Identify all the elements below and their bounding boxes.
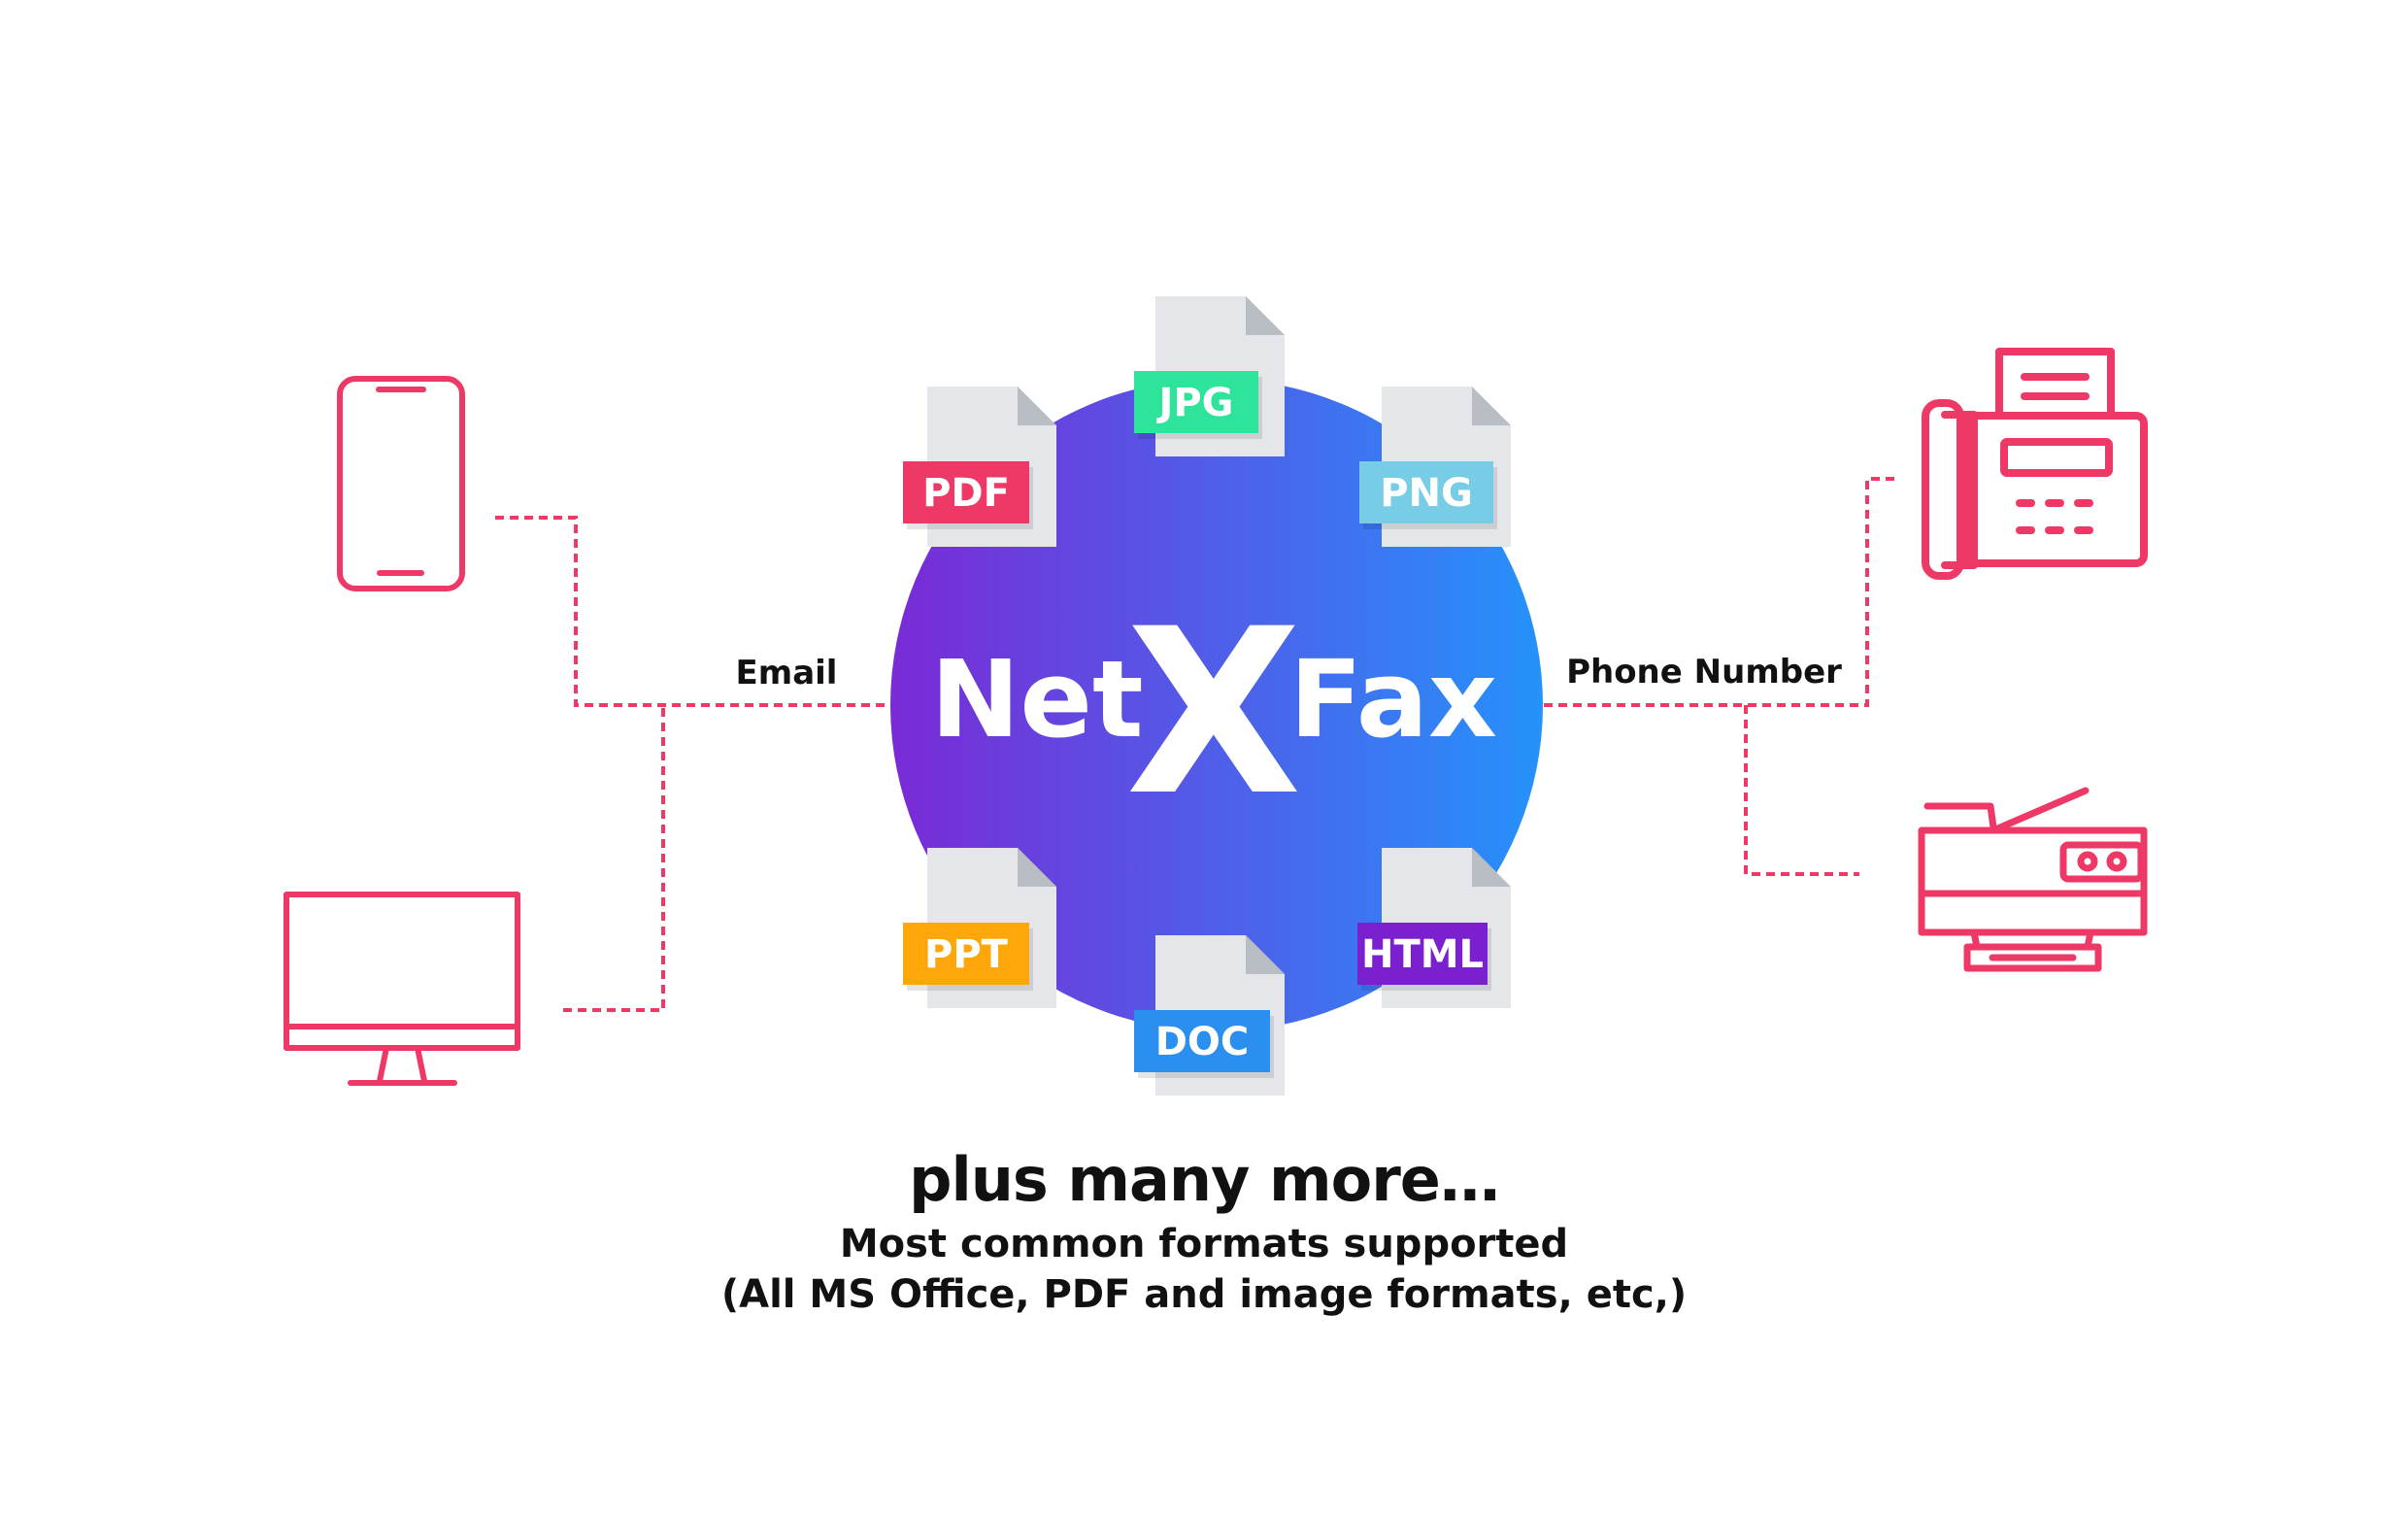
format-label-text: JPG bbox=[1155, 381, 1233, 425]
file-page-fold bbox=[1018, 848, 1056, 887]
file-page-fold bbox=[1472, 848, 1511, 887]
format-label-box bbox=[903, 461, 1029, 523]
file-icon-pdf: PDF bbox=[903, 387, 1056, 547]
connector-desktop-device bbox=[563, 705, 665, 1012]
connector-printer bbox=[1744, 705, 1859, 876]
logo-letter-x: X bbox=[1125, 581, 1301, 846]
file-page-fold bbox=[1472, 387, 1511, 425]
smartphone-icon bbox=[337, 376, 465, 591]
format-label-text: PNG bbox=[1380, 471, 1473, 516]
file-icon-ppt: PPT bbox=[903, 848, 1056, 1008]
logo-word-net: Net bbox=[930, 637, 1143, 761]
formats-supported-text: Most common formats supported bbox=[839, 1222, 1569, 1266]
file-icon-doc: DOC bbox=[1134, 935, 1285, 1096]
file-icon-jpg: JPG bbox=[1134, 296, 1285, 456]
format-label-box bbox=[1359, 461, 1493, 523]
tagline: plus many more… bbox=[909, 1144, 1500, 1215]
phone-number-label: Phone Number bbox=[1566, 653, 1842, 692]
logo-word-fax: Fax bbox=[1289, 637, 1497, 761]
format-label-box bbox=[1134, 1010, 1270, 1072]
format-label-box bbox=[1357, 923, 1488, 985]
connector-lines bbox=[495, 477, 1898, 1012]
connector-fax-machine bbox=[1544, 477, 1898, 707]
file-page-fold bbox=[1246, 935, 1285, 974]
formats-detail-text: (All MS Office, PDF and image formats, e… bbox=[720, 1272, 1688, 1317]
desktop-monitor-icon bbox=[284, 892, 520, 1086]
format-label-box bbox=[903, 923, 1029, 985]
format-label-text: DOC bbox=[1155, 1020, 1250, 1064]
format-label-text: HTML bbox=[1361, 932, 1484, 977]
fax-machine-icon bbox=[1922, 348, 2148, 580]
file-page-fold bbox=[1246, 296, 1285, 335]
format-label-box bbox=[1134, 371, 1258, 433]
file-page-fold bbox=[1018, 387, 1056, 425]
format-label-text: PPT bbox=[924, 932, 1009, 977]
multifunction-printer-icon bbox=[1918, 787, 2148, 972]
file-icon-html: HTML bbox=[1357, 848, 1511, 1008]
file-format-icons: JPG PDF PNG PPT DOC HTML bbox=[903, 296, 1511, 1096]
file-icon-png: PNG bbox=[1359, 387, 1511, 547]
email-label: Email bbox=[736, 654, 838, 692]
format-label-text: PDF bbox=[922, 471, 1010, 516]
connector-phone-device bbox=[495, 516, 891, 707]
netxfax-logo: Net X Fax bbox=[930, 581, 1497, 846]
